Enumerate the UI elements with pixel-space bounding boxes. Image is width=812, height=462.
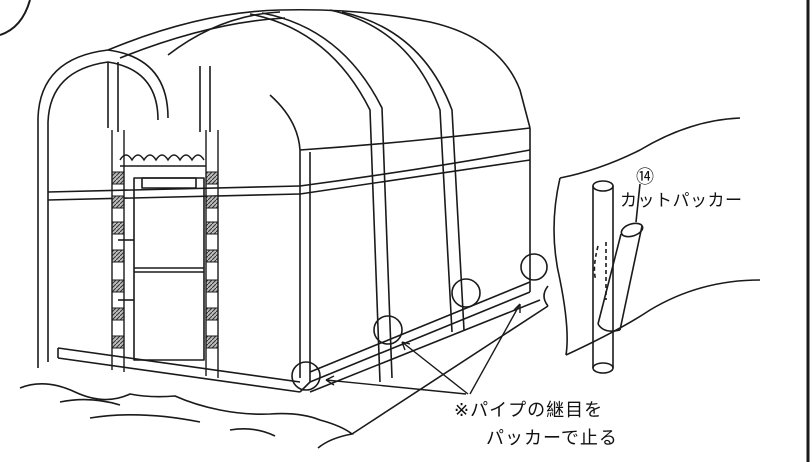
cut-packer-detail: [553, 117, 761, 374]
pipe-joint-markers: [291, 253, 548, 391]
callout-number: ⑭: [636, 167, 654, 188]
callout-part-name: カットパッカー: [620, 191, 743, 211]
ground-outline: [19, 285, 549, 449]
note-arrows: [325, 303, 521, 395]
note-line-1: ※パイプの継目を: [454, 400, 604, 421]
note-line-2: パッカーで止る: [486, 428, 618, 449]
vent-roll: [119, 154, 206, 167]
door-post-clamps: [111, 171, 219, 349]
door-post-lines: [111, 130, 219, 378]
greenhouse-frame: [37, 8, 541, 393]
